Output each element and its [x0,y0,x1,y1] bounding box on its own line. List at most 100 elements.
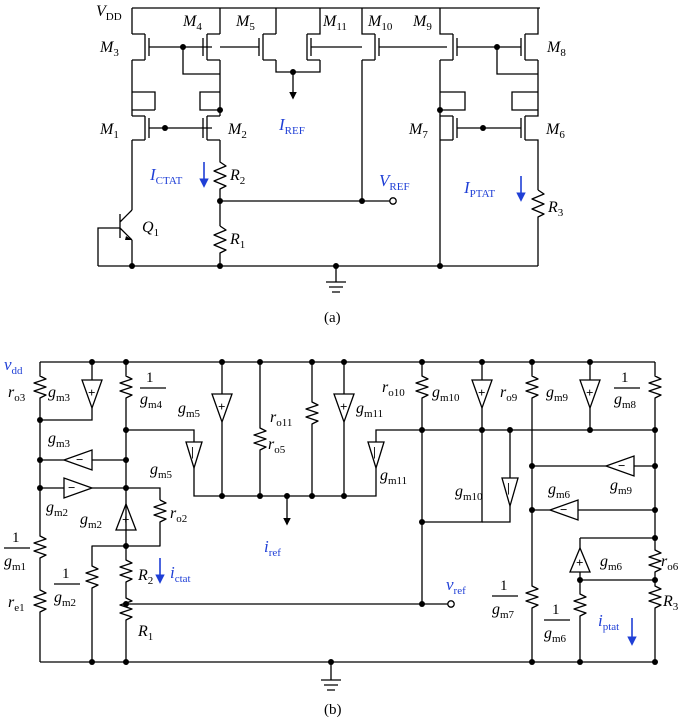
m2-link [199,91,220,111]
gm6-b-label: gm6 [600,553,623,573]
m4-diode [182,47,220,75]
caption-a: (a) [324,310,341,326]
gm2-inv-num: 1 [62,566,70,582]
vref-label-a: VREF [379,171,410,193]
gm10-top-plus: + [478,385,485,400]
gm6-inv-den: gm6 [544,625,567,645]
ro2-resistor [126,499,167,547]
gm5-top-source [211,393,233,424]
node-dot [529,659,535,665]
m10-label: M10 [367,13,393,33]
left-column [33,362,47,662]
gm4-den: gm4 [140,391,163,411]
ro10-label: ro10 [382,379,405,399]
gm2-a-label: gm2 [46,499,68,519]
gm6-inv-resistor [573,580,587,662]
gm4-column [119,362,133,662]
node-dot [652,659,658,665]
node-dot [529,359,535,365]
node-dot [479,359,485,365]
m3-channel [131,8,146,92]
m1-m2-gate [148,118,212,138]
gm8-num: 1 [621,370,629,386]
gm3-top-plus: + [88,385,95,400]
node-dot [328,659,334,665]
iptat-label-b: iptat [598,611,619,633]
node-dot [587,427,593,433]
caption-b: (b) [324,702,342,718]
node-dot [89,659,95,665]
m10-channel [361,8,376,201]
node-dot [123,485,129,491]
q1-emitter-arrow [125,236,132,240]
vref-terminal [389,197,397,205]
m9-m8-gate [457,38,522,56]
m6-channel [524,92,539,190]
iref-label-b: iref [264,537,281,559]
gm11-mid-label: gm11 [380,467,407,487]
gm4-num: 1 [146,370,154,386]
ro9-label: ro9 [500,384,518,404]
m5-m11-gate-plates [258,38,312,56]
m8-label: M8 [546,39,566,59]
gm5-top-label: gm5 [178,400,201,420]
gm6-inv-fraction: 1 gm6 [544,602,570,645]
m1-channel [131,91,156,210]
gm11-top-plus: + [340,399,347,414]
ictat-label-a: ICTAT [149,165,183,187]
r2-label-a: R2 [229,167,245,187]
node-dot [652,535,658,541]
r1-label-b: R1 [137,623,153,643]
q1-label: Q1 [142,219,159,239]
gm6-b-source [569,546,591,573]
node-dot [180,44,186,50]
r3-label-a: R3 [547,199,564,219]
gm2-b-plus: + [122,512,129,527]
gm9-mid-label: gm9 [610,477,633,497]
m7-m6-gate [456,118,521,138]
node-dot [309,493,315,499]
gm2-b-label: gm2 [80,511,102,531]
gm2-b-source [115,502,137,531]
gm5-control-wire [126,429,195,442]
node-dot [437,107,443,113]
node-dot [479,427,485,433]
gm11-top-source [333,393,355,424]
ictat-label-b: ictat [170,563,191,585]
gm3-mid-source [62,449,93,471]
node-dot [123,359,129,365]
ro2-label: ro2 [170,505,187,525]
node-dot [341,493,347,499]
node-dot [290,69,296,75]
m5-label: M5 [235,13,255,33]
gm2-inv-den: gm2 [54,589,76,609]
m7-link [440,91,466,111]
gm10-mid-wire [482,430,511,523]
m1-label: M1 [99,121,119,141]
gm6-a-label: gm6 [548,481,571,501]
gm7-fraction: 1 gm7 [492,578,518,621]
m4-channel [206,8,221,92]
gm8-column [648,362,662,662]
node-dot [419,359,425,365]
gm3-top-source [81,379,103,410]
gm9-top-plus: + [586,385,593,400]
node-dot [587,359,593,365]
ground-symbol-a [326,266,346,293]
iptat-label-a: IPTAT [463,178,495,200]
node-dot [257,493,263,499]
r3-resistor [531,189,545,266]
m10-gate-wire [378,38,447,56]
m8-channel [524,8,539,92]
node-dot [419,427,425,433]
ro3-label: ro3 [8,384,26,404]
node-dot [257,359,263,365]
m6-label: M6 [545,121,565,141]
panel-b [33,359,662,691]
vdd-label-b: vdd [4,355,23,377]
iref-label-a: IREF [278,115,305,137]
gm2-inv-resistor [85,545,126,662]
r2-resistor [213,158,227,226]
